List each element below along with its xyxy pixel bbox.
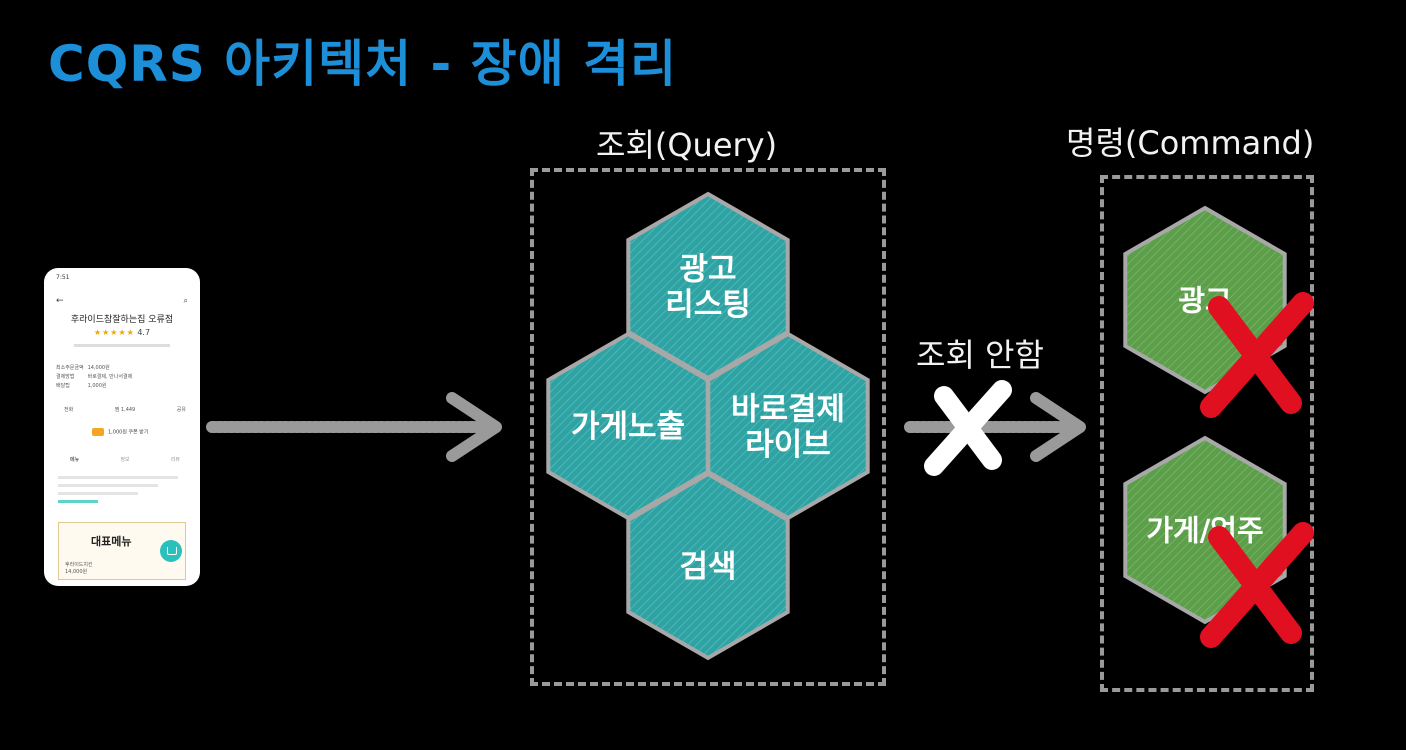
store-info-rows: 최소주문금액 14,000원 결제방법 바로결제, 만나서결제 배달팁 1,00… [56, 364, 132, 391]
command-section-label: 명령(Command) [1066, 124, 1315, 162]
no-query-label: 조회 안함 [916, 336, 1044, 374]
tab-info[interactable]: 정보 [120, 457, 130, 463]
featured-menu-title: 대표메뉴 [91, 535, 132, 548]
query-hex-store-exposure-label: 가게노출 [571, 409, 685, 445]
store-tabs: 메뉴 정보 리뷰 [70, 456, 180, 463]
store-rating: ★★★★★ 4.7 [44, 328, 200, 337]
command-hex-ad: 광고 [1123, 205, 1314, 418]
coupon-icon [92, 428, 104, 436]
store-notice-lines [58, 476, 178, 508]
phone-mockup: 7:51 ← ⌕ 후라이드참잘하는집 오류점 ★★★★★ 4.7 최소주문금액 … [44, 268, 200, 586]
command-hex-store-owner: 가게/업주 [1123, 435, 1314, 648]
store-actions: 전화 찜 1,449 공유 [64, 406, 186, 413]
back-arrow-icon: ← [56, 296, 64, 306]
menu-item-price: 14,000원 [65, 569, 88, 575]
query-hex-direct-pay-live-label: 바로결제 [731, 391, 845, 427]
tab-menu[interactable]: 메뉴 [70, 457, 80, 463]
blocked-red-x-icon [1200, 522, 1314, 648]
info-row: 배달팁 1,000원 [56, 383, 107, 389]
call-button[interactable]: 전화 [64, 407, 74, 413]
query-hex-ad-listing-label: 리스팅 [665, 287, 751, 323]
query-section-box [530, 168, 886, 686]
tab-review[interactable]: 리뷰 [170, 457, 180, 463]
arrow-phone-to-query [206, 392, 502, 462]
command-hex-store-owner-label: 가게/업주 [1146, 513, 1263, 547]
share-button[interactable]: 공유 [176, 407, 186, 413]
query-hex-search: 검색 [626, 471, 790, 661]
cart-button[interactable] [160, 540, 182, 562]
info-row: 결제방법 바로결제, 만나서결제 [56, 374, 133, 380]
rating-value: 4.7 [137, 328, 151, 337]
query-hex-direct-pay-live-label: 라이브 [745, 427, 831, 463]
page-title: CQRS 아키텍처 - 장애 격리 [48, 35, 678, 93]
query-hex-store-exposure: 가게노출 [546, 331, 710, 521]
blocked-red-x-icon [1200, 292, 1314, 418]
red-x-stroke [1200, 522, 1314, 648]
blocked-x-icon [924, 380, 1012, 476]
red-x-stroke [1200, 292, 1314, 418]
command-section-box [1100, 175, 1314, 692]
store-subtext [74, 344, 170, 347]
query-hex-search-shape [626, 471, 790, 661]
search-icon: ⌕ [183, 296, 188, 305]
arrow-query-to-command [904, 392, 1086, 462]
phone-status-time: 7:51 [56, 274, 70, 281]
query-section-label: 조회(Query) [596, 126, 778, 164]
rating-stars: ★★★★★ [93, 328, 135, 337]
query-hex-search-label: 검색 [679, 549, 736, 585]
coupon-button[interactable]: 1,000원 쿠폰 받기 [92, 428, 149, 436]
store-name: 후라이드참잘하는집 오류점 [70, 315, 174, 325]
like-button[interactable]: 찜 1,449 [114, 407, 136, 413]
query-hex-ad-listing-label: 광고 [679, 251, 736, 287]
info-row: 최소주문금액 14,000원 [56, 365, 110, 371]
